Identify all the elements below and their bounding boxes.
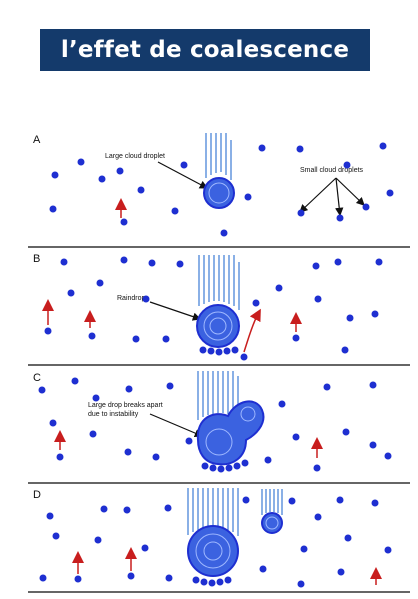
page-title: l’effet de coalescence: [60, 37, 350, 63]
label-breakup-line1: Large drop breaks apart: [88, 402, 163, 409]
updraft-arrows: [42, 198, 382, 585]
title-banner: l’effet de coalescence: [40, 29, 370, 71]
pointer-arrow: [335, 177, 365, 206]
pointer-arrow: [149, 301, 202, 321]
panel-letter-b: B: [33, 253, 40, 265]
fall-streaks: [187, 133, 283, 536]
panel-letter-d: D: [33, 489, 41, 501]
small-cloud-droplets: [38, 142, 394, 588]
large-drop-fragment: [187, 525, 239, 577]
updraft-arrow: [243, 308, 261, 353]
breaking-drop: [196, 400, 265, 466]
small-drop-fragment: [261, 512, 283, 534]
pointer-arrow: [299, 177, 337, 213]
large-cloud-droplet: [203, 177, 235, 209]
panel-letter-c: C: [33, 372, 41, 384]
panel-letter-a: A: [33, 134, 41, 146]
pointer-arrow: [149, 413, 204, 438]
large-drops: [187, 177, 283, 577]
pointer-arrow: [335, 177, 344, 217]
pointer-arrow: [157, 161, 209, 189]
label-large-cloud-droplet: Large cloud droplet: [105, 153, 165, 160]
raindrop: [196, 304, 240, 348]
label-raindrop: Raindrop: [117, 295, 146, 302]
label-breakup-line2: due to instability: [88, 411, 139, 418]
label-small-cloud-droplets: Small cloud droplets: [300, 167, 364, 174]
